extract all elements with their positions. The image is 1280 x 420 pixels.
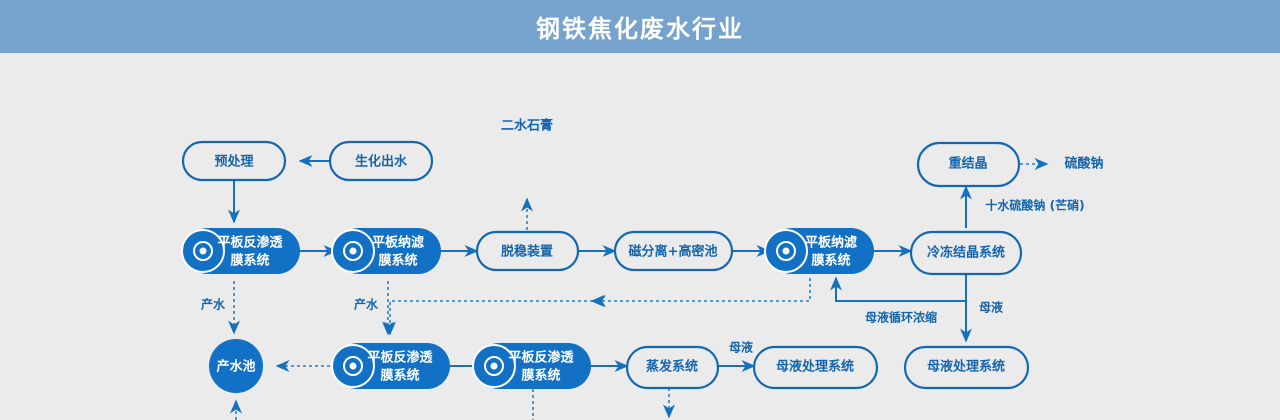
node-nf-2-label-line2: 膜系统	[811, 253, 850, 269]
edge-nf2-recycle-arrowhead	[592, 295, 606, 307]
membrane-icon	[764, 229, 808, 273]
node-ro-2-label-line2: 膜系统	[380, 368, 419, 384]
edge-label-mother-liquor-a: 母液	[729, 340, 753, 355]
edge-label-mother-liquor-b: 母液	[979, 300, 1003, 315]
node-ro-3-label-line1: 平板反渗透	[508, 350, 573, 366]
membrane-icon	[472, 344, 516, 388]
membrane-icon	[331, 229, 375, 273]
edge-label-product-water-1: 产水	[201, 297, 226, 312]
node-nf-1[interactable]: 平板纳滤 膜系统	[331, 228, 441, 274]
node-destabilization[interactable]: 脱稳装置	[475, 230, 580, 272]
node-bio-effluent-label: 生化出水	[355, 154, 408, 170]
node-freeze-crystallization-label: 冷冻结晶系统	[927, 245, 1005, 261]
node-pretreatment-label: 预处理	[214, 154, 253, 170]
node-pretreatment[interactable]: 预处理	[181, 140, 287, 182]
node-bio-effluent[interactable]: 生化出水	[328, 140, 434, 182]
node-nf-2[interactable]: 平板纳滤 膜系统	[764, 228, 874, 274]
node-magnetic-separation-label: 磁分离+高密池	[629, 244, 718, 260]
edge-label-product-water-2: 产水	[354, 297, 379, 312]
node-freeze-crystallization[interactable]: 冷冻结晶系统	[909, 230, 1023, 276]
node-mother-liquor-1-label: 母液处理系统	[776, 359, 854, 375]
edge-nf2-recycle-line	[384, 278, 811, 336]
node-mother-liquor-2[interactable]: 母液处理系统	[903, 345, 1030, 390]
edge-label-mother-liquor-recirc: 母液循环浓缩	[865, 310, 937, 325]
node-destabilization-label: 脱稳装置	[501, 244, 553, 260]
node-ro-1-label-line1: 平板反渗透	[217, 235, 282, 251]
node-recrystallization-label: 重结晶	[948, 156, 987, 172]
node-product-water-pool[interactable]: 产水池	[209, 339, 263, 393]
node-evaporation[interactable]: 蒸发系统	[625, 345, 720, 390]
terminal-sodium-sulfate-label: 硫酸钠	[1064, 156, 1103, 172]
node-ro-2-label-line1: 平板反渗透	[367, 350, 432, 366]
node-ro-1-label-line2: 膜系统	[230, 253, 269, 269]
node-ro-1[interactable]: 平板反渗透 膜系统	[181, 228, 300, 274]
membrane-icon	[331, 344, 375, 388]
node-recrystallization[interactable]: 重结晶	[916, 141, 1021, 188]
page-title: 钢铁焦化废水行业	[536, 15, 744, 43]
edge-ro3-recycle-to-pool	[230, 389, 534, 420]
node-ro-3-label-line2: 膜系统	[521, 368, 560, 384]
node-magnetic-separation[interactable]: 磁分离+高密池	[613, 230, 734, 272]
edge-label-glauber-salt: 十水硫酸钠 (芒硝)	[985, 198, 1084, 213]
node-nf-1-label-line1: 平板纳滤	[372, 235, 424, 251]
terminal-gypsum-label: 二水石膏	[501, 118, 553, 134]
flowchart-canvas: 预处理 生化出水 平板反渗透 膜系统 平板纳滤	[0, 53, 1280, 420]
node-nf-2-label-line1: 平板纳滤	[805, 235, 857, 251]
node-nf-1-label-line2: 膜系统	[378, 253, 417, 269]
node-evaporation-label: 蒸发系统	[646, 359, 698, 375]
node-ro-3[interactable]: 平板反渗透 膜系统	[472, 343, 591, 389]
page-header: 钢铁焦化废水行业	[0, 0, 1280, 53]
node-product-water-pool-label: 产水池	[216, 359, 255, 375]
node-ro-2[interactable]: 平板反渗透 膜系统	[331, 343, 450, 389]
node-mother-liquor-2-label: 母液处理系统	[927, 359, 1005, 375]
edge-mother-liquor-recirc	[830, 276, 966, 302]
node-mother-liquor-1[interactable]: 母液处理系统	[752, 345, 879, 390]
membrane-icon	[181, 229, 225, 273]
